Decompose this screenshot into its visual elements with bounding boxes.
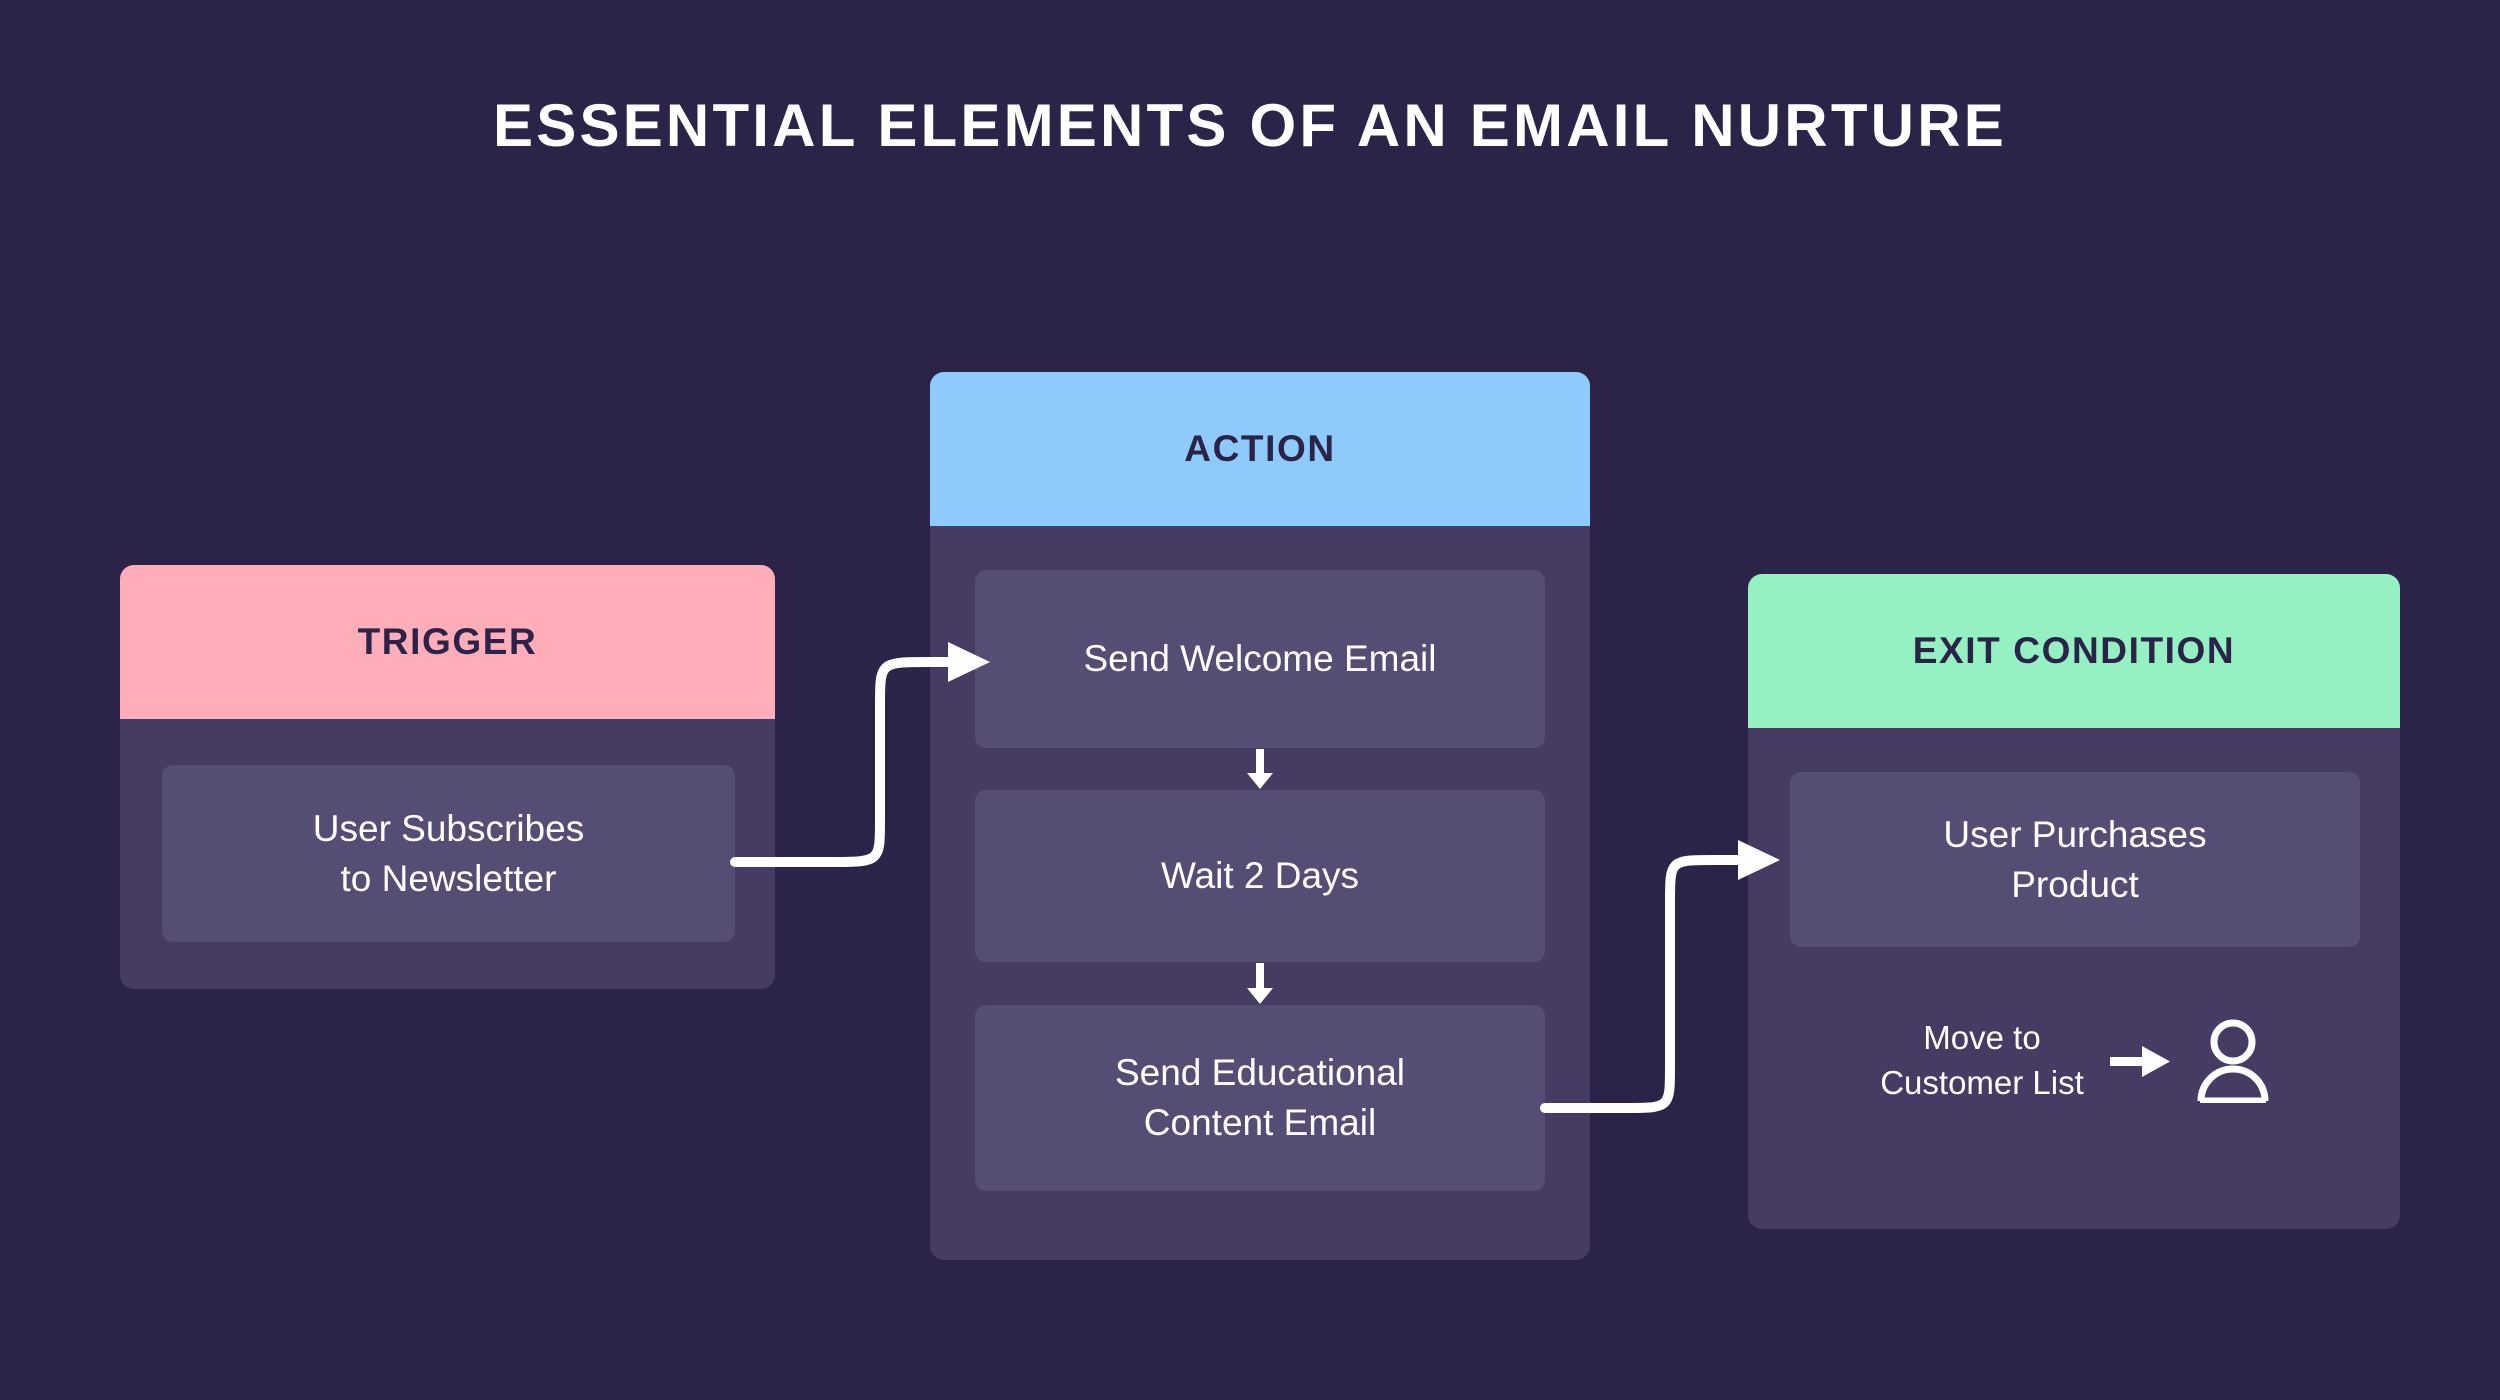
- stage-header-exit-condition: EXIT CONDITION: [1748, 574, 2400, 728]
- down-arrow-icon: [1247, 963, 1273, 1004]
- person-icon: [2197, 1019, 2269, 1103]
- stage-header-trigger: TRIGGER: [120, 565, 775, 719]
- page-title: Essential Elements of an Email Nurture: [493, 91, 2007, 159]
- stage-header-action: ACTION: [930, 372, 1590, 526]
- arrow-right-icon: [2109, 1046, 2170, 1077]
- stage-body-action: Send Welcome Email Wait 2 Days Send Educ…: [930, 526, 1590, 1260]
- flow-item-send-welcome-email[interactable]: Send Welcome Email: [975, 570, 1545, 748]
- flow-item-wait-2-days[interactable]: Wait 2 Days: [975, 790, 1545, 962]
- down-arrow-icon: [1247, 749, 1273, 789]
- stage-card-action[interactable]: ACTION Send Welcome Email Wait 2 Days Se…: [930, 372, 1590, 1260]
